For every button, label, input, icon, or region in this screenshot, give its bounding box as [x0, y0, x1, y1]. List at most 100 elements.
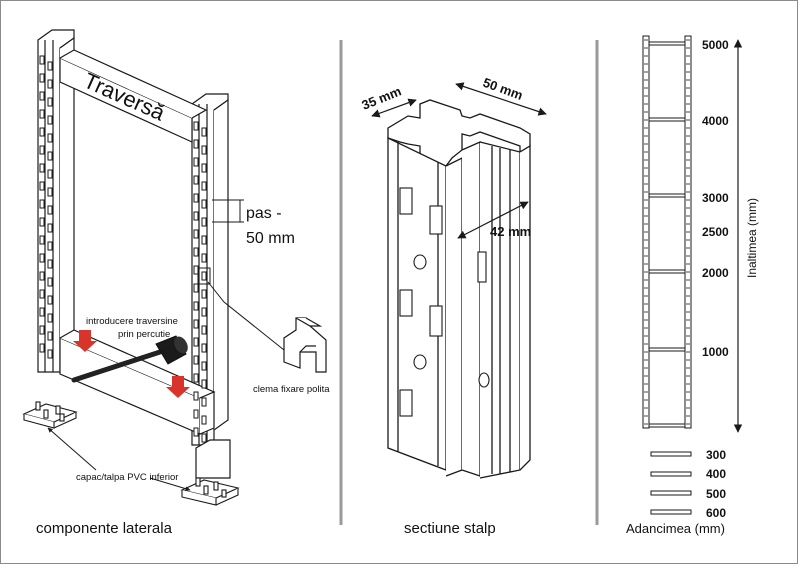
- pvc-cap-bottom: [180, 477, 240, 506]
- upright-slot: [201, 343, 207, 353]
- pitch-label-line1: pas -: [246, 205, 282, 222]
- upright-slot: [193, 175, 199, 185]
- upright-section: [387, 99, 531, 479]
- upright-slot: [47, 205, 53, 215]
- clip-icon: [283, 317, 327, 373]
- pvc-cap-top: [22, 401, 78, 429]
- upright-slot: [193, 301, 199, 311]
- depth-caption: Adancimea (mm): [626, 521, 725, 536]
- upright-slot: [193, 319, 199, 329]
- upright-slot: [193, 427, 199, 437]
- left-caption: componente laterala: [36, 520, 173, 537]
- depth-value-500: 500: [706, 487, 726, 501]
- upright-slot: [201, 127, 207, 137]
- height-frame-levels: [648, 41, 686, 428]
- upright-slot: [39, 253, 45, 263]
- upright-slot: [47, 277, 53, 287]
- upright-slot: [47, 313, 53, 323]
- upright-slot: [193, 409, 199, 419]
- upright-slot: [47, 259, 53, 269]
- hammer-label-line2: prin percutie: [118, 329, 170, 340]
- upright-slot: [47, 241, 53, 251]
- upright-slot: [39, 73, 45, 83]
- upright-slot: [39, 217, 45, 227]
- cap-label: capac/talpa PVC inferior: [76, 472, 178, 483]
- clip-callout-box: [197, 267, 211, 285]
- upright-slot: [193, 373, 199, 383]
- upright-slot: [201, 271, 207, 281]
- upright-slot: [201, 163, 207, 173]
- upright-slot: [47, 187, 53, 197]
- height-frame: [642, 35, 692, 429]
- depth-value-600: 600: [706, 506, 726, 520]
- upright-slot: [193, 139, 199, 149]
- upright-slot: [47, 79, 53, 89]
- upright-slot: [39, 289, 45, 299]
- upright-slot: [47, 223, 53, 233]
- upright-slot: [201, 325, 207, 335]
- cap-leaders: [47, 427, 191, 492]
- upright-slot: [193, 121, 199, 131]
- hammer-icon: [71, 335, 188, 383]
- upright-slot: [39, 307, 45, 317]
- upright-slot: [47, 349, 53, 359]
- upright-slot: [201, 415, 207, 425]
- upright-slot: [193, 247, 199, 257]
- upright-slot: [193, 391, 199, 401]
- depth-value-300: 300: [706, 448, 726, 462]
- upright-slot: [47, 115, 53, 125]
- upright-slot: [39, 91, 45, 101]
- middle-caption: sectiune stalp: [404, 520, 496, 537]
- upright-slot: [47, 97, 53, 107]
- upright-slot: [39, 271, 45, 281]
- upright-slot: [201, 397, 207, 407]
- upright-slot: [201, 361, 207, 371]
- upright-slot: [201, 289, 207, 299]
- upright-slot: [39, 181, 45, 191]
- height-value-2500: 2500: [702, 225, 729, 239]
- upright-slot: [39, 235, 45, 245]
- upright-slot: [201, 307, 207, 317]
- upright-slot: [201, 235, 207, 245]
- height-value-5000: 5000: [702, 38, 729, 52]
- height-value-3000: 3000: [702, 191, 729, 205]
- upright-slot: [39, 127, 45, 137]
- upright-slot: [39, 163, 45, 173]
- upright-slot: [39, 325, 45, 335]
- upright-slot: [47, 169, 53, 179]
- upright-slot: [201, 217, 207, 227]
- upright-slot: [201, 181, 207, 191]
- upright-slot: [193, 283, 199, 293]
- upright-slot: [193, 157, 199, 167]
- upright-slot: [193, 265, 199, 275]
- upright-slot: [39, 199, 45, 209]
- pitch-label-line2: 50 mm: [246, 230, 295, 247]
- dim-width: 50 mm: [481, 75, 525, 103]
- dim-inner: 42 mm: [490, 224, 531, 239]
- upright-slot: [201, 145, 207, 155]
- height-axis-label: Inaltimea (mm): [745, 198, 759, 278]
- depth-value-400: 400: [706, 467, 726, 481]
- upright-slot: [193, 193, 199, 203]
- depth-bars: [650, 451, 692, 515]
- upright-slot: [47, 133, 53, 143]
- height-frame-ticks: [644, 39, 690, 425]
- left-upright-frame: [37, 29, 231, 479]
- upright-slots: [39, 55, 207, 443]
- upright-slot: [193, 211, 199, 221]
- section-dimensions: [371, 82, 547, 239]
- clip-label: clema fixare polita: [253, 384, 330, 395]
- upright-slot: [39, 343, 45, 353]
- upright-slot: [193, 355, 199, 365]
- upright-slot: [193, 229, 199, 239]
- upright-slot: [201, 199, 207, 209]
- hammer-label-line1: introducere traversine: [86, 316, 178, 327]
- upright-slot: [47, 61, 53, 71]
- insert-arrow-right: [166, 376, 190, 398]
- upright-slot: [201, 253, 207, 263]
- upright-slot: [39, 145, 45, 155]
- upright-slot: [47, 331, 53, 341]
- upright-slot: [47, 151, 53, 161]
- height-value-4000: 4000: [702, 114, 729, 128]
- insert-arrow-left: [73, 330, 97, 352]
